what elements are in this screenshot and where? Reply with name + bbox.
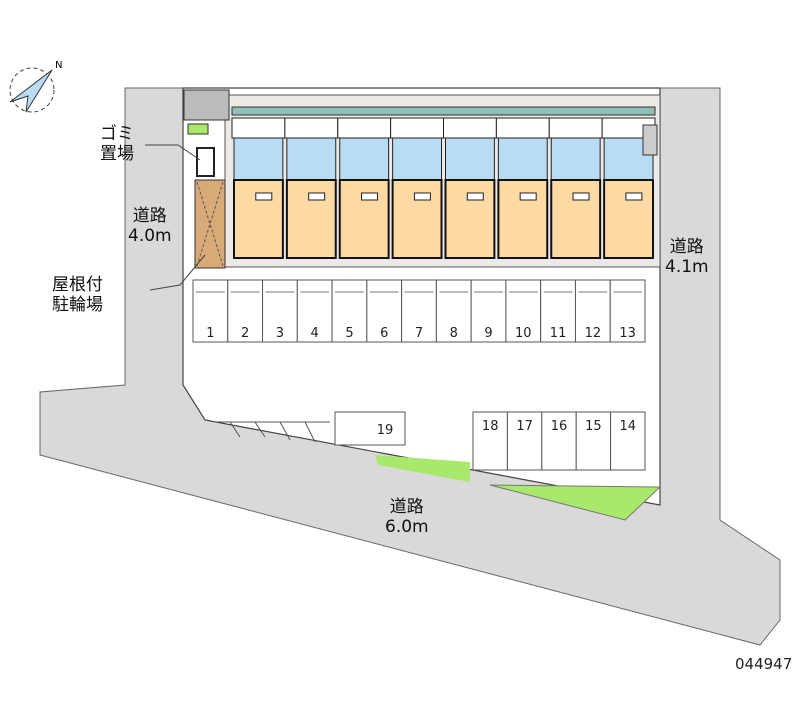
- parking-number: 15: [585, 419, 602, 434]
- label-line: ゴミ: [100, 124, 134, 144]
- parking-space: 18: [472, 411, 508, 471]
- green-strip: [375, 455, 470, 482]
- parking-space-19: 19: [334, 411, 406, 446]
- apartment-unit: [443, 117, 497, 259]
- label-line: 道路: [669, 237, 704, 257]
- building: [231, 106, 658, 259]
- apartment-unit: [495, 117, 550, 259]
- parking-row-bottom: 18 17 16 15 14: [472, 411, 646, 471]
- bicycle-parking: [194, 179, 226, 269]
- label-line: 道路: [389, 497, 424, 517]
- parking-space: 16: [541, 411, 577, 471]
- parking-space: 3: [262, 279, 298, 343]
- parking-number: 9: [484, 326, 492, 341]
- label-line: 屋根付: [52, 275, 103, 295]
- parking-space: 14: [610, 411, 646, 471]
- parking-space: 2: [227, 279, 264, 343]
- bike-stripes: [215, 421, 330, 443]
- parking-number: 2: [241, 326, 249, 341]
- parking-number: 10: [515, 326, 532, 341]
- parking-space: 4: [296, 279, 333, 343]
- roof-edge: [231, 106, 656, 116]
- parking-number: 18: [482, 419, 499, 434]
- label-line: 置場: [100, 144, 134, 164]
- parking-number: 1: [206, 326, 214, 341]
- parking-space: 5: [331, 279, 368, 343]
- parking-number: 16: [551, 419, 568, 434]
- apartment-unit: [231, 117, 286, 259]
- parking-number: 5: [345, 326, 353, 341]
- parking-space: 9: [470, 279, 507, 343]
- garbage-grid: [183, 89, 230, 121]
- apartment-unit: [601, 117, 656, 259]
- bicycle-parking-label: 屋根付駐輪場: [52, 275, 103, 315]
- parking-space: 12: [574, 279, 611, 343]
- green-triangle: [489, 484, 662, 521]
- parking-space: 7: [401, 279, 437, 343]
- garbage-area: [196, 147, 215, 177]
- parking-space: 17: [506, 411, 543, 471]
- apartment-unit: [337, 117, 392, 259]
- apartment-unit: [390, 117, 444, 259]
- label-line: 4.1m: [665, 257, 709, 277]
- parking-space: 6: [366, 279, 403, 343]
- garbage-label: ゴミ置場: [100, 124, 134, 164]
- parking-number: 3: [276, 326, 284, 341]
- parking-number: 12: [585, 326, 602, 341]
- parking-number: 17: [516, 419, 533, 434]
- parking-number: 14: [620, 419, 637, 434]
- parking-space: 13: [609, 279, 646, 343]
- property-code: 044947: [735, 655, 793, 673]
- meter-box: [642, 124, 658, 156]
- label-line: 駐輪場: [52, 295, 103, 315]
- parking-space: 15: [575, 411, 612, 471]
- parking-space: 10: [505, 279, 542, 343]
- parking-space: 8: [435, 279, 472, 343]
- parking-number: 19: [377, 423, 394, 438]
- apartment-unit: [284, 117, 339, 259]
- parking-number: 7: [415, 326, 423, 341]
- apartment-unit: [548, 117, 603, 259]
- parking-space: 1: [192, 279, 229, 343]
- label-line: 道路: [132, 206, 167, 226]
- compass-icon: N: [9, 60, 62, 113]
- parking-space: 11: [540, 279, 576, 343]
- parking-number: 6: [380, 326, 388, 341]
- label-line: 4.0m: [128, 226, 172, 246]
- planting-small: [187, 123, 209, 135]
- parking-number: 13: [619, 326, 636, 341]
- label-line: 6.0m: [385, 517, 429, 537]
- compass-north-label: N: [55, 60, 62, 71]
- parking-number: 11: [550, 326, 567, 341]
- parking-number: 4: [311, 326, 319, 341]
- parking-number: 8: [450, 326, 458, 341]
- leader-lines: [145, 144, 206, 291]
